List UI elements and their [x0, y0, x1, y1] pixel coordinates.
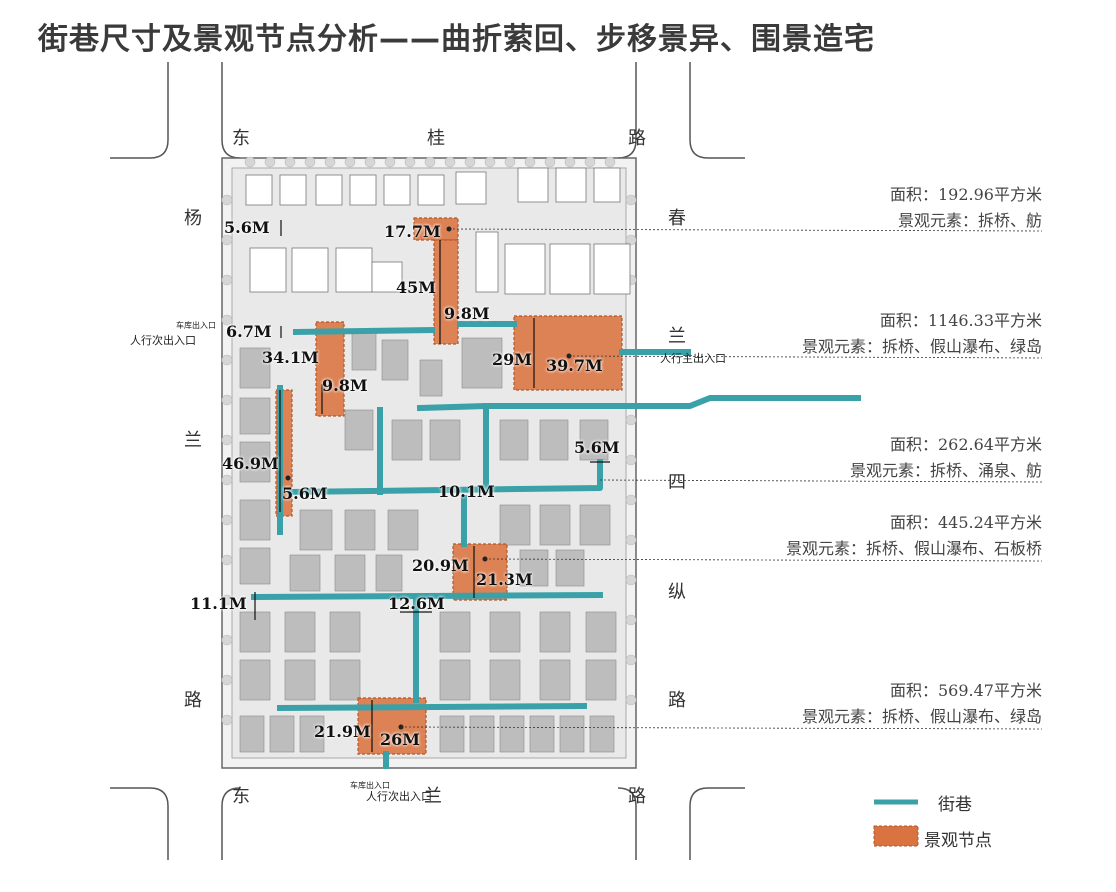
dim-label: 26M — [380, 730, 420, 749]
annotation-1: 面积：192.96平方米 景观元素：拆桥、舫 — [890, 182, 1042, 234]
annotation-area: 面积：1146.33平方米 — [879, 311, 1042, 330]
road-right-5: 路 — [668, 690, 686, 711]
road-top-2: 桂 — [427, 128, 445, 149]
road-top-1: 东 — [232, 128, 250, 149]
road-right-4: 纵 — [668, 582, 686, 603]
dim-label: 5.6M — [574, 438, 620, 457]
annotation-area: 面积：569.47平方米 — [890, 681, 1042, 700]
legend-node-swatch — [873, 825, 919, 847]
road-left-1: 杨 — [184, 208, 202, 229]
annotation-area: 面积：192.96平方米 — [890, 185, 1042, 204]
dim-label: 9.8M — [322, 376, 368, 395]
annotation-area: 面积：445.24平方米 — [890, 513, 1042, 532]
villa-blocks — [245, 167, 631, 295]
dim-label: 17.7M — [384, 222, 441, 241]
annotation-area: 面积：262.64平方米 — [890, 435, 1042, 454]
node-2 — [513, 315, 623, 391]
road-outlines — [110, 62, 745, 860]
road-right-2: 兰 — [668, 326, 686, 347]
dim-label: 21.9M — [314, 722, 371, 741]
tree-rows — [221, 156, 637, 726]
road-bottom-3: 路 — [628, 786, 646, 807]
annotation-4: 面积：445.24平方米 景观元素：拆桥、假山瀑布、石板桥 — [786, 510, 1042, 562]
road-right-3: 四 — [668, 472, 686, 493]
entry-east: 人行主出入口 — [660, 352, 726, 365]
dim-label: 45M — [396, 278, 436, 297]
annotation-elements: 景观元素：拆桥、舫 — [897, 211, 1042, 230]
entry-south-car: 车库出入口 — [350, 781, 390, 790]
legend-node-label: 景观节点 — [924, 831, 992, 851]
entry-west-car: 车库出入口 — [176, 321, 216, 330]
road-left-3: 路 — [184, 690, 202, 711]
dim-label: 12.6M — [388, 594, 445, 613]
leader-lines — [400, 228, 1043, 730]
legend-street-label: 街巷 — [938, 795, 972, 815]
annotation-elements: 景观元素：拆桥、假山瀑布、绿岛 — [801, 337, 1042, 356]
annotation-3: 面积：262.64平方米 景观元素：拆桥、涌泉、舫 — [850, 432, 1042, 484]
road-top-3: 路 — [628, 128, 646, 149]
road-right-1: 春 — [668, 208, 686, 229]
dim-label: 11.1M — [190, 594, 247, 613]
annotation-5: 面积：569.47平方米 景观元素：拆桥、假山瀑布、绿岛 — [802, 678, 1042, 730]
dim-label: 21.3M — [476, 570, 533, 589]
dim-label: 6.7M — [226, 322, 272, 341]
dim-label: 39.7M — [546, 356, 603, 375]
courtyard-houses — [239, 329, 617, 753]
road-bottom-1: 东 — [232, 786, 250, 807]
page-title: 街巷尺寸及景观节点分析——曲折萦回、步移景异、围景造宅 — [38, 22, 875, 57]
road-left-2: 兰 — [184, 430, 202, 451]
annotation-elements: 景观元素：拆桥、假山瀑布、绿岛 — [801, 707, 1042, 726]
dim-label: 5.6M — [224, 218, 270, 237]
node-4 — [452, 543, 508, 601]
dim-label: 10.1M — [438, 482, 495, 501]
dim-label: 46.9M — [222, 454, 279, 473]
dim-label: 29M — [492, 350, 532, 369]
annotation-2: 面积：1146.33平方米 景观元素：拆桥、假山瀑布、绿岛 — [802, 308, 1042, 360]
dimension-arrows — [254, 220, 610, 752]
dim-label: 5.6M — [282, 484, 328, 503]
annotation-elements: 景观元素：拆桥、涌泉、舫 — [849, 461, 1042, 480]
dim-label: 20.9M — [412, 556, 469, 575]
dim-label: 34.1M — [262, 348, 319, 367]
road-bottom-2: 兰 — [424, 786, 442, 807]
annotation-elements: 景观元素：拆桥、假山瀑布、石板桥 — [785, 539, 1042, 558]
entry-south: 人行次出入口 — [366, 790, 432, 803]
dim-label: 9.8M — [444, 304, 490, 323]
entry-west: 人行次出入口 — [130, 334, 196, 347]
